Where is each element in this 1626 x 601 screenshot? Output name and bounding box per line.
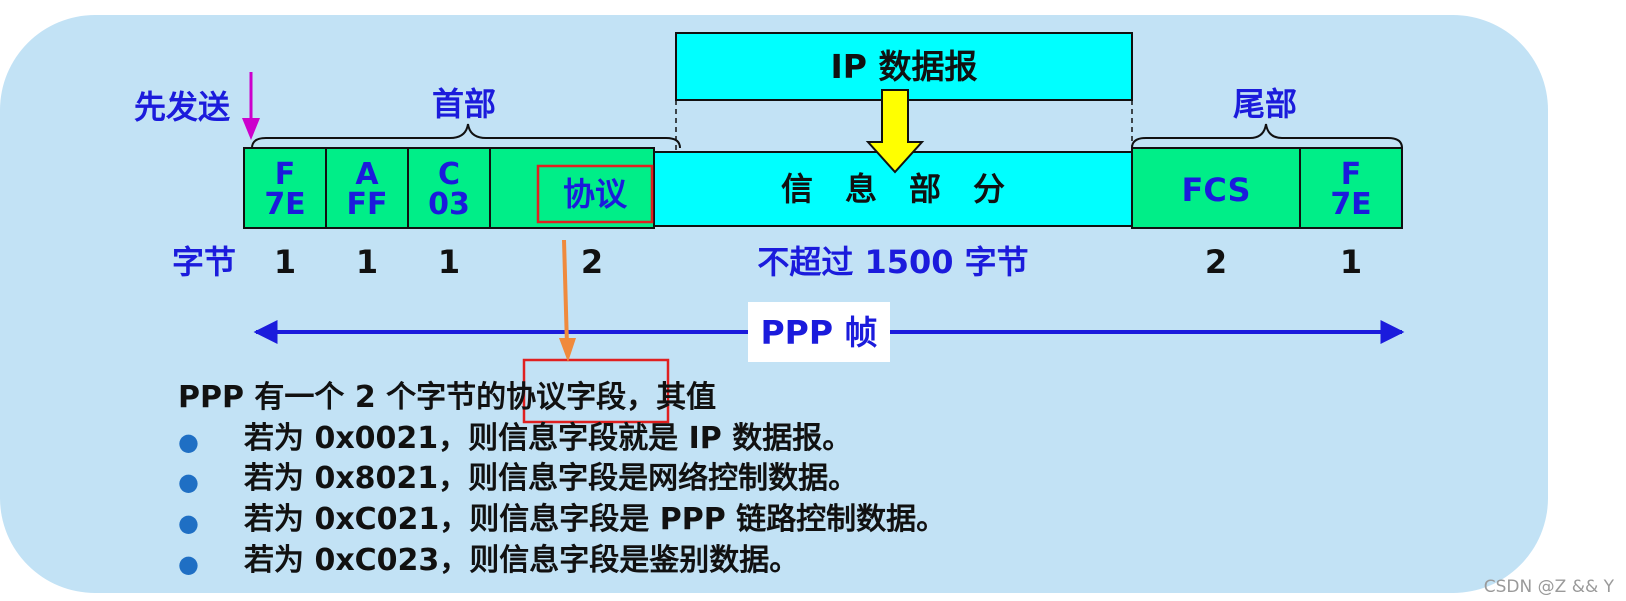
protocol-connector-arrow [562, 239, 569, 347]
protocol-connector-arrowhead [559, 338, 576, 362]
field-flag-start [243, 147, 327, 229]
field-control [407, 147, 491, 229]
protocol-highlight-box [536, 164, 654, 224]
field-flag-start-line2: 7E [264, 187, 306, 222]
bytes-protocol: 2 [580, 243, 604, 281]
field-flag-end-line2: 7E [1330, 187, 1372, 222]
send-first-label: 先发送 [134, 88, 231, 126]
frame-label: PPP 帧 [760, 313, 878, 352]
field-address-line2: FF [346, 187, 388, 222]
field-address-line1: A [355, 157, 379, 192]
bytes-information: 不超过 1500 字节 [757, 243, 1029, 281]
bullet-dot-2: ● [178, 468, 199, 496]
bullet-text-3: 若为 0xC021，则信息字段是 PPP 链路控制数据。 [244, 502, 947, 537]
header-label: 首部 [432, 85, 497, 123]
field-fcs-text: FCS [1181, 171, 1251, 209]
encapsulation-arrow [865, 89, 925, 174]
bullet-dot-3: ● [178, 509, 199, 537]
bullet-text-1: 若为 0x0021，则信息字段就是 IP 数据报。 [244, 421, 853, 456]
field-protocol [489, 147, 655, 229]
trailer-brace [1131, 123, 1403, 149]
ip-datagram-label: IP 数据报 [830, 47, 978, 86]
protocol-field-highlight-box [522, 358, 670, 424]
field-flag-start-line1: F [274, 157, 296, 192]
field-control-line2: 03 [428, 187, 470, 222]
bullet-text-2: 若为 0x8021，则信息字段是网络控制数据。 [244, 461, 859, 496]
bytes-flag-end: 1 [1339, 243, 1363, 281]
field-control-line1: C [437, 157, 461, 192]
field-information-text: 信 息 部 分 [780, 170, 1005, 208]
trailer-label: 尾部 [1233, 85, 1298, 123]
send-first-arrowhead [242, 118, 260, 140]
bytes-control: 1 [437, 243, 461, 281]
bullet-text-4: 若为 0xC023，则信息字段是鉴别数据。 [244, 543, 800, 578]
field-fcs [1131, 147, 1301, 229]
bullet-dot-4: ● [178, 550, 199, 578]
bytes-label: 字节 [172, 243, 237, 281]
description-intro: PPP 有一个 2 个字节的协议字段，其值 [178, 380, 717, 415]
field-address [325, 147, 409, 229]
bullet-dot-1: ● [178, 428, 199, 456]
bytes-address: 1 [355, 243, 379, 281]
watermark: CSDN @Z && Y [1483, 577, 1614, 597]
header-brace [251, 123, 681, 149]
field-flag-end-line1: F [1340, 157, 1362, 192]
field-flag-end [1299, 147, 1403, 229]
field-protocol-text: 协议 [562, 175, 627, 213]
ip-datagram-box [675, 32, 1133, 101]
bytes-fcs: 2 [1204, 243, 1228, 281]
frame-label-box [748, 302, 890, 362]
bytes-flag-start: 1 [273, 243, 297, 281]
